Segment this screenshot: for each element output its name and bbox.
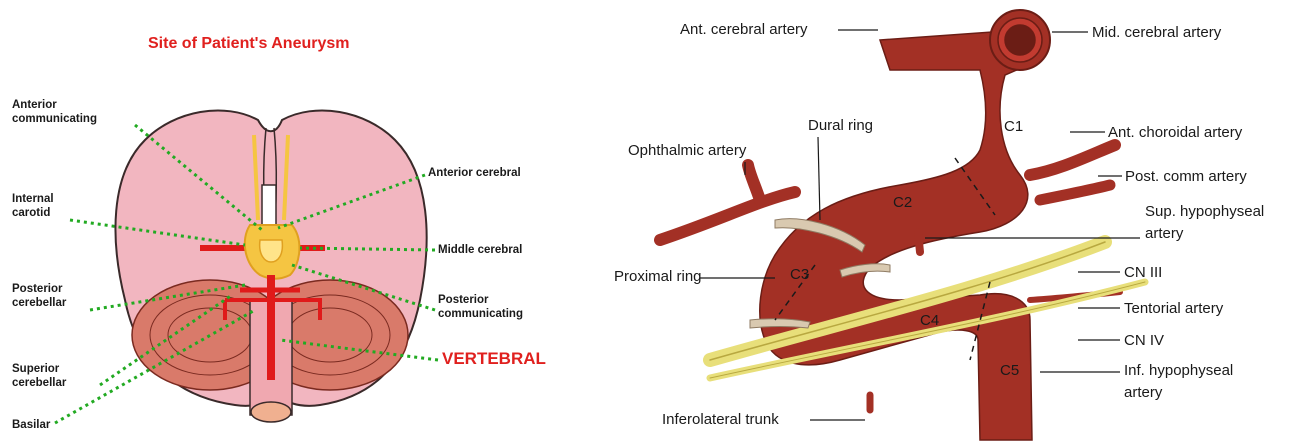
label-tentorial-artery: Tentorial artery: [1124, 300, 1223, 318]
label-posterior-cerebellar: Posterior cerebellar: [12, 282, 66, 310]
carotid-segments-diagram: Ant. cerebral artery Mid. cerebral arter…: [600, 0, 1302, 442]
label-post-comm-artery: Post. comm artery: [1125, 168, 1247, 186]
label-basilar: Basilar: [12, 418, 50, 432]
label-anterior-communicating: Anterior communicating: [12, 98, 97, 126]
brain-base-diagram: Site of Patient's Aneurysm Anterior comm…: [0, 0, 600, 442]
label-ant-choroidal-artery: Ant. choroidal artery: [1108, 124, 1242, 142]
label-dural-ring: Dural ring: [808, 117, 873, 135]
label-middle-cerebral: Middle cerebral: [438, 243, 522, 257]
segment-c4: C4: [920, 312, 939, 329]
label-posterior-communicating: Posterior communicating: [438, 293, 523, 321]
label-inf-hypophyseal-artery: Inf. hypophyseal artery: [1124, 362, 1233, 402]
aneurysm-title: Site of Patient's Aneurysm: [148, 35, 349, 53]
brain-illustration: [0, 0, 600, 442]
label-cn4: CN IV: [1124, 332, 1164, 350]
segment-c3: C3: [790, 266, 809, 283]
label-cn3: CN III: [1124, 264, 1162, 282]
label-mid-cerebral-artery: Mid. cerebral artery: [1092, 24, 1221, 42]
label-sup-hypophyseal-artery: Sup. hypophyseal artery: [1145, 203, 1264, 243]
segment-c2: C2: [893, 194, 912, 211]
label-vertebral: VERTEBRAL: [442, 352, 546, 366]
segment-c5: C5: [1000, 362, 1019, 379]
label-inferolateral-trunk: Inferolateral trunk: [662, 411, 779, 429]
label-internal-carotid: Internal carotid: [12, 192, 54, 220]
label-superior-cerebellar: Superior cerebellar: [12, 362, 66, 390]
label-anterior-cerebral: Anterior cerebral: [428, 166, 521, 180]
segment-c1: C1: [1004, 118, 1023, 135]
label-proximal-ring: Proximal ring: [614, 268, 702, 286]
label-ophthalmic-artery: Ophthalmic artery: [628, 142, 746, 160]
label-ant-cerebral-artery: Ant. cerebral artery: [680, 21, 808, 39]
